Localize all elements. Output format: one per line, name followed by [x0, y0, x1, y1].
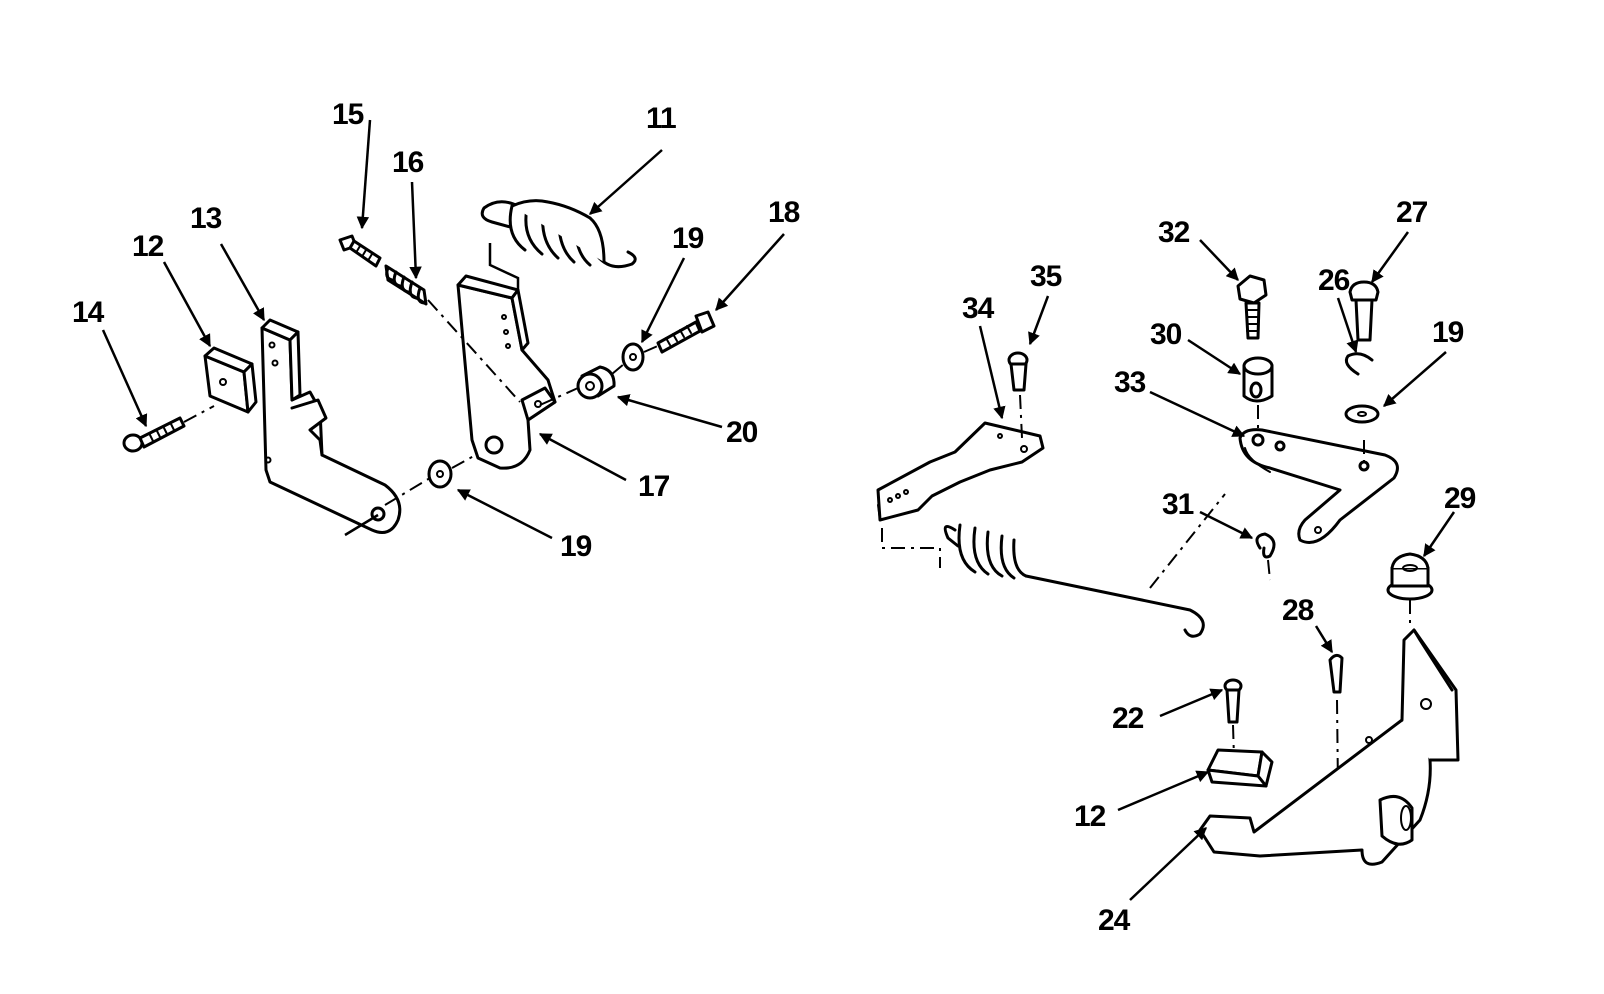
washer-19-upper — [621, 342, 645, 372]
leader-32 — [1199, 239, 1239, 281]
pin-35 — [1007, 351, 1029, 392]
leader-26 — [1336, 297, 1359, 354]
leader-19-upper — [640, 257, 686, 344]
leader-17 — [538, 432, 627, 482]
e-clip-26 — [1344, 352, 1374, 376]
assembly-line — [344, 513, 379, 537]
screw-27 — [1348, 280, 1380, 342]
nut-29 — [1386, 552, 1434, 601]
callout-30: 30 — [1150, 318, 1182, 351]
spring-long — [943, 523, 1205, 638]
assembly-line — [643, 344, 661, 353]
leader-28 — [1314, 625, 1334, 654]
clip-12-left — [203, 346, 258, 414]
callout-16: 16 — [392, 146, 424, 179]
block-30 — [1242, 356, 1274, 403]
callout-35: 35 — [1030, 260, 1062, 293]
leader-19-right — [1383, 351, 1447, 407]
leader-12-left — [162, 261, 212, 348]
washer-19-lower — [427, 459, 453, 489]
callout-17: 17 — [638, 470, 670, 503]
callout-13: 13 — [190, 202, 222, 235]
clip-31 — [1255, 532, 1276, 559]
lever-33 — [1238, 428, 1399, 544]
callout-31: 31 — [1162, 488, 1194, 521]
assembly-line — [1267, 559, 1271, 581]
leader-19-lower — [456, 488, 553, 540]
assembly-line — [384, 477, 431, 506]
screw-32 — [1236, 274, 1268, 340]
assembly-line — [1149, 493, 1226, 589]
leader-33 — [1149, 390, 1246, 438]
assembly-line — [611, 363, 625, 375]
callout-27: 27 — [1396, 196, 1428, 229]
callout-32: 32 — [1158, 216, 1190, 249]
leader-15 — [356, 119, 372, 230]
assembly-line — [427, 299, 521, 403]
leader-14 — [101, 329, 148, 428]
leader-20 — [616, 394, 723, 429]
assembly-line — [1232, 724, 1235, 759]
leader-27 — [1370, 231, 1410, 284]
screw-18 — [656, 310, 716, 354]
clip-12-right — [1206, 748, 1274, 788]
assembly-line — [881, 528, 941, 568]
lever-17 — [456, 274, 557, 470]
callout-26: 26 — [1318, 264, 1350, 297]
callout-19-right: 19 — [1432, 316, 1464, 349]
pin-28 — [1328, 653, 1344, 694]
leader-31 — [1199, 510, 1254, 540]
leader-24 — [1129, 827, 1207, 901]
leader-35 — [1028, 295, 1050, 346]
spring-11 — [480, 199, 637, 269]
screw-15 — [338, 234, 382, 268]
bushing-20 — [576, 365, 616, 400]
callout-19-lower: 19 — [560, 530, 592, 563]
leader-11 — [589, 149, 663, 215]
leader-18 — [715, 233, 785, 311]
leader-12-right — [1117, 770, 1210, 812]
callout-19-upper: 19 — [672, 222, 704, 255]
assembly-line — [1019, 394, 1023, 439]
leader-30 — [1187, 338, 1242, 376]
callout-12-right: 12 — [1074, 800, 1106, 833]
callout-34: 34 — [962, 292, 995, 325]
callout-24: 24 — [1098, 904, 1131, 937]
bracket-24 — [1198, 628, 1460, 866]
assembly-line — [183, 405, 215, 423]
screw-14 — [122, 416, 186, 453]
leader-16 — [409, 181, 422, 280]
assembly-line — [488, 243, 520, 292]
assembly-line — [539, 387, 579, 406]
callout-12-left: 12 — [132, 230, 164, 263]
bracket-13 — [260, 318, 402, 534]
washer-19-right — [1344, 404, 1380, 424]
callout-22: 22 — [1112, 702, 1144, 735]
leader-29 — [1422, 511, 1456, 558]
callout-11: 11 — [646, 102, 676, 135]
callout-29: 29 — [1444, 482, 1476, 515]
callout-18: 18 — [768, 196, 800, 229]
leader-34 — [978, 325, 1006, 420]
callout-20: 20 — [726, 416, 758, 449]
leader-13 — [219, 243, 266, 322]
spring-16 — [384, 264, 428, 306]
callout-33: 33 — [1114, 366, 1146, 399]
callout-15: 15 — [332, 98, 364, 131]
bracket-34 — [876, 421, 1045, 522]
leader-22 — [1159, 688, 1224, 718]
callout-28: 28 — [1282, 594, 1314, 627]
pin-22 — [1223, 678, 1243, 724]
callout-14: 14 — [72, 296, 105, 329]
